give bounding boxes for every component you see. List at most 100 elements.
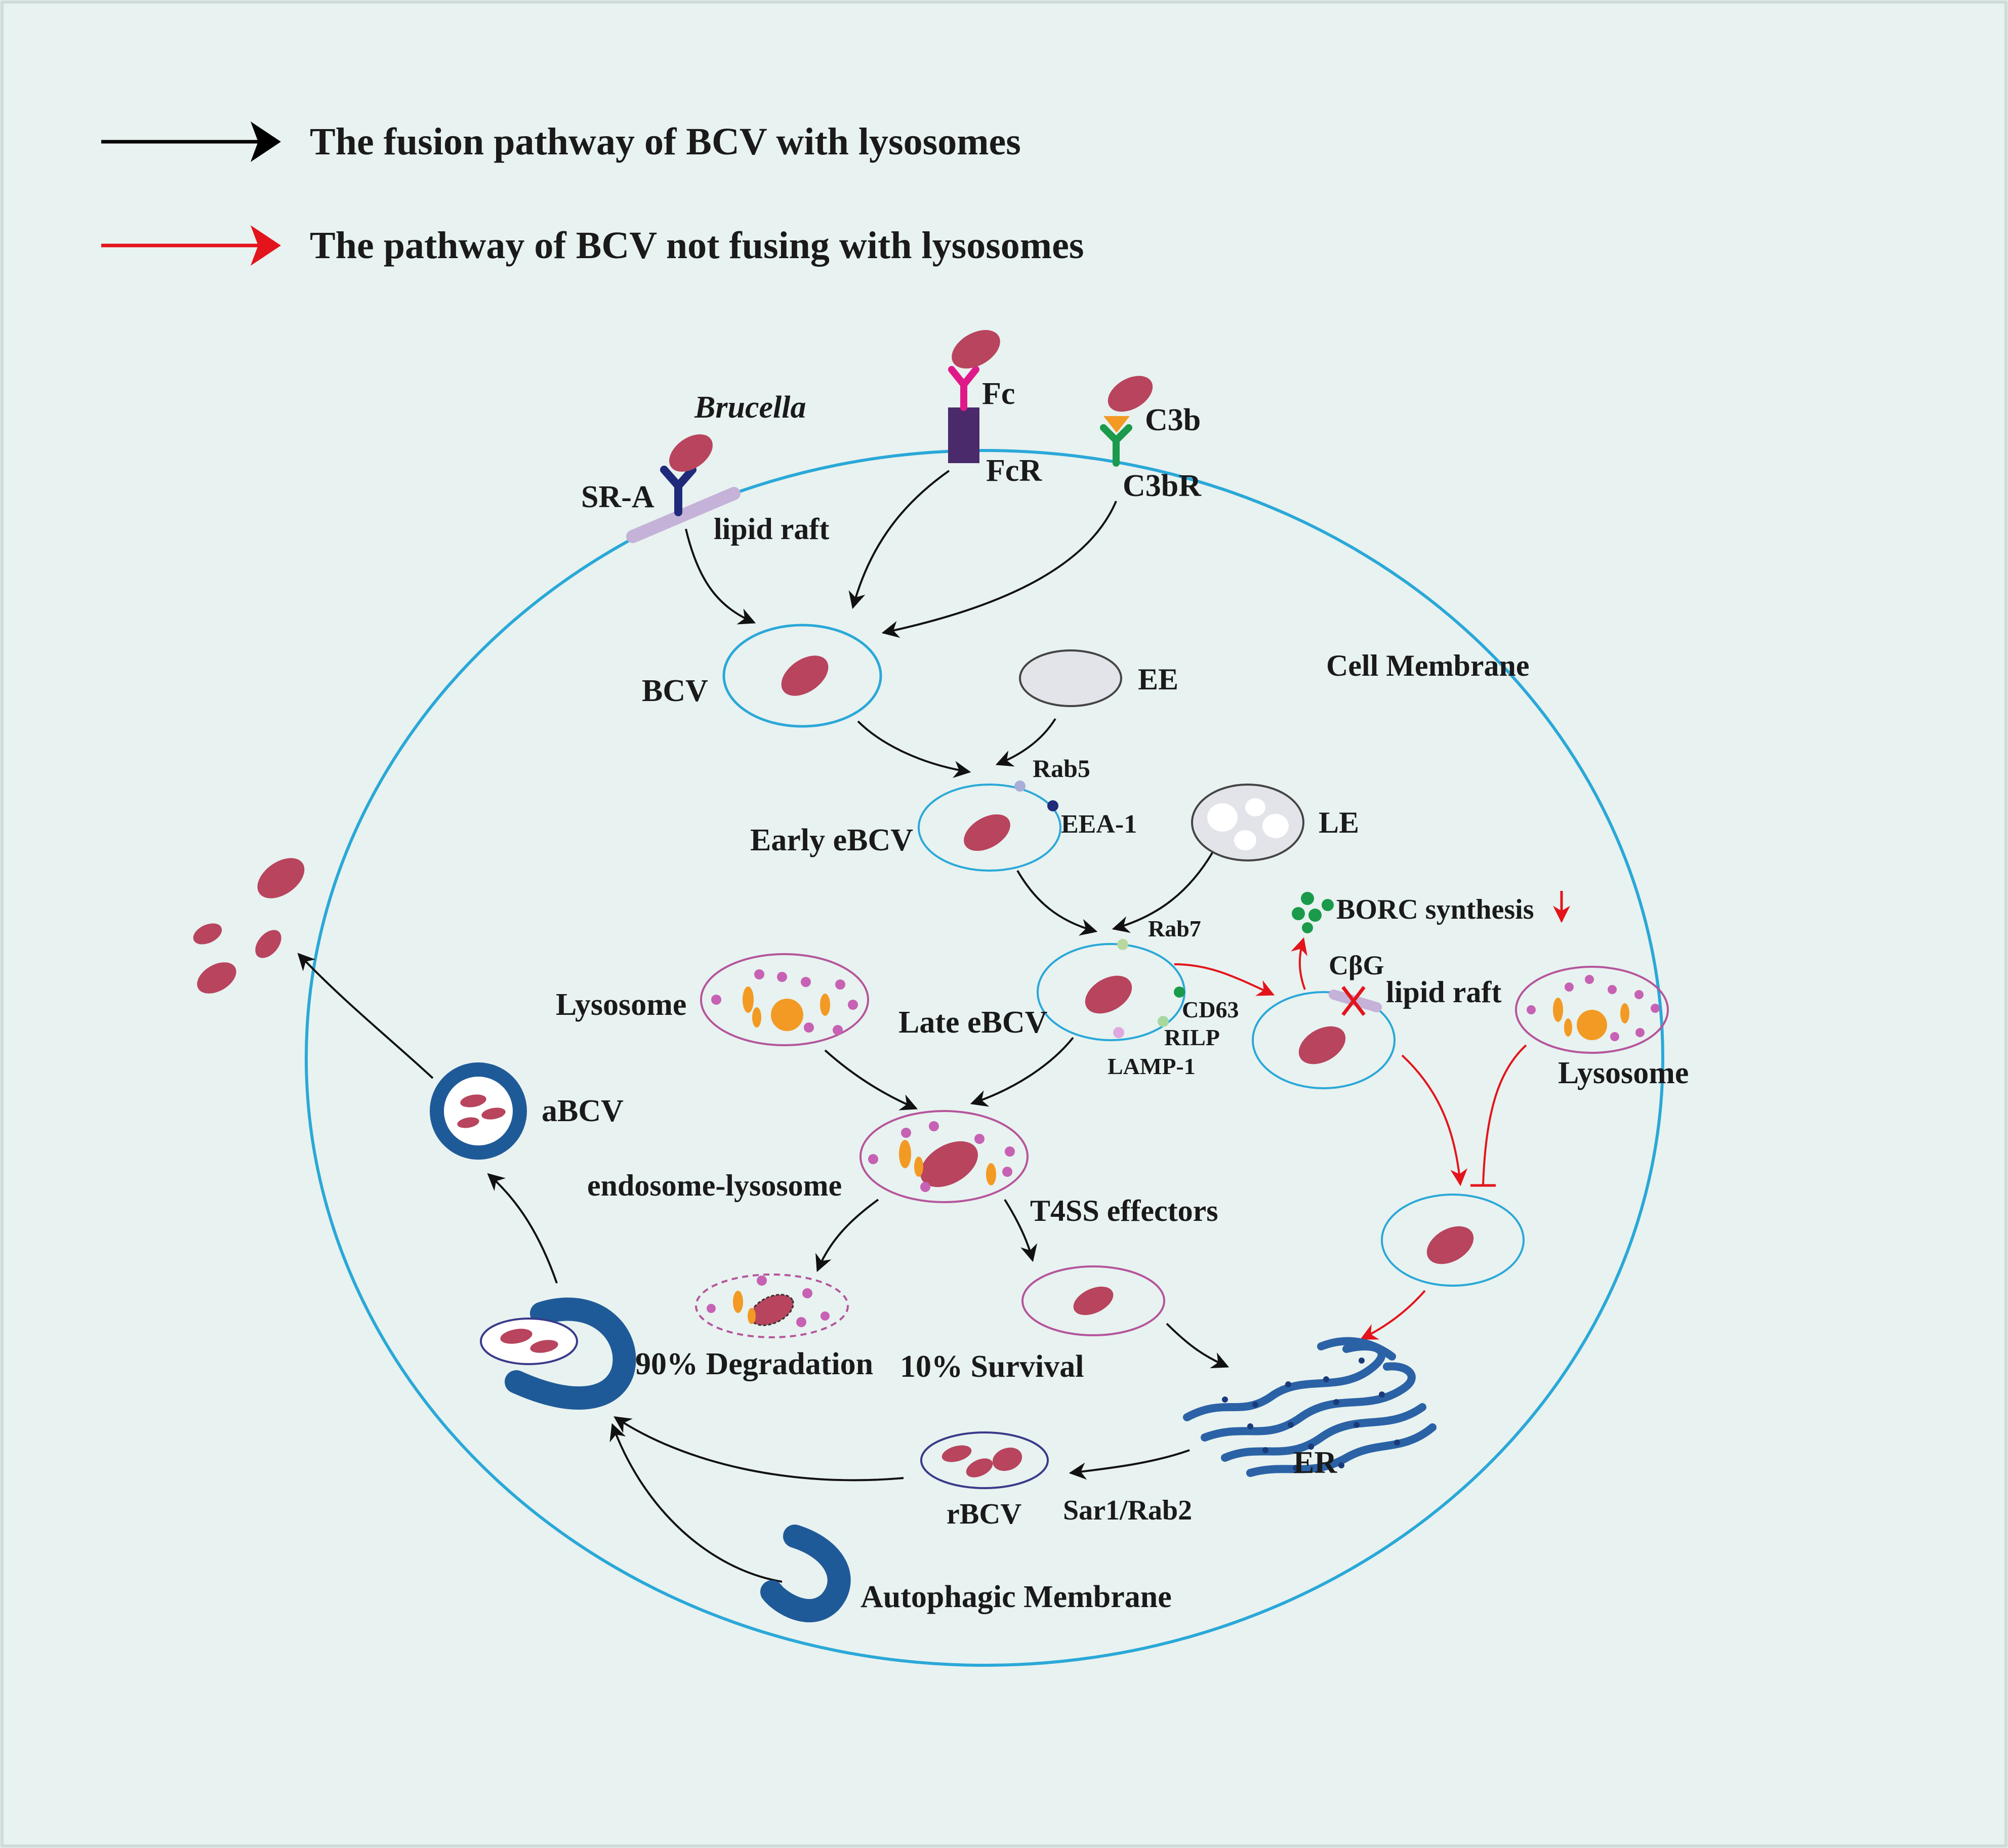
early-endosome [1019, 649, 1122, 707]
cd63-marker-icon [1174, 987, 1185, 998]
rbcv-bacterium-icon-2 [966, 1458, 993, 1477]
arrow-bcv-to-early-ebcv [857, 720, 971, 778]
legend: The fusion pathway of BCV with lysosomes… [101, 120, 1084, 267]
early-ebcv-bacterium-icon [964, 814, 1010, 851]
le-lumen-1 [1207, 803, 1238, 832]
lipid-raft-bcv-vesicle [1252, 991, 1396, 1089]
early-ebcv-vesicle [918, 784, 1061, 872]
endolyso-granule-orange-3 [986, 1163, 996, 1185]
rilp-label: RILP [1164, 1024, 1220, 1050]
lysosome-left-granule-orange-1 [743, 987, 754, 1013]
lysosome-left-dot-3 [801, 977, 811, 987]
er-label: ER [1293, 1446, 1337, 1480]
bcv-label: BCV [642, 674, 708, 708]
endolyso-dot-6 [920, 1182, 930, 1192]
rbcv-vesicle [920, 1431, 1049, 1489]
released-bacterium-icon-4 [197, 962, 236, 994]
c3b-complement-icon [1103, 416, 1130, 433]
sar1-rab2-label: Sar1/Rab2 [1063, 1495, 1192, 1526]
endolyso-granule-orange-2 [914, 1157, 923, 1177]
degraded-dot-5 [821, 1311, 830, 1321]
er-ribosomes [1222, 1358, 1400, 1471]
c3br-receptor-icon [1100, 424, 1132, 467]
endolyso-dot-7 [1002, 1167, 1012, 1177]
legend-nonfusion-label: The pathway of BCV not fusing with lysos… [310, 224, 1084, 267]
arrow-fcr-to-bcv [848, 470, 950, 609]
degraded-vesicle-membrane [695, 1274, 849, 1338]
block-cross-icon [1341, 985, 1366, 1016]
le-lumen-4 [1234, 830, 1256, 850]
endolyso-dot-5 [1005, 1146, 1015, 1157]
arrow-sra-to-bcv [685, 528, 756, 625]
inhibition-lysosome-to-bcv [1482, 1044, 1527, 1185]
lysosome-right-orange-2 [1564, 1018, 1572, 1037]
abcv-vesicle [430, 1062, 527, 1160]
rilp-marker-icon [1158, 1016, 1169, 1027]
sr-a-receptor-group: Brucella SR-A lipid raft [581, 390, 829, 546]
survival-vesicle [1021, 1265, 1165, 1336]
degraded-dot-1 [757, 1276, 767, 1286]
arrow-raft-to-borc [1291, 937, 1307, 990]
lipid-raft-shape [626, 487, 741, 543]
degraded-vesicle [695, 1274, 849, 1338]
c3b-receptor-group: C3b C3bR [1100, 376, 1202, 503]
degraded-dot-3 [707, 1304, 716, 1313]
abcv-bacterium-icon-3 [457, 1117, 479, 1128]
lysosome-left-core [771, 999, 803, 1031]
arrow-late-ebcv-to-raft-bcv [1174, 963, 1275, 996]
lysosome-right-core [1577, 1010, 1607, 1040]
autophagy-bacterium-icon-1 [500, 1329, 532, 1344]
autophagy-vesicle [480, 1318, 578, 1365]
endolyso-label: endosome-lysosome [587, 1169, 842, 1202]
er-organelle-icon [1183, 1337, 1437, 1477]
abcv-bacterium-icon-1 [460, 1094, 486, 1107]
borc-label: BORC synthesis [1336, 894, 1534, 925]
legend-fusion-arrowhead [251, 121, 281, 162]
autophagic-membrane-label: Autophagic Membrane [860, 1580, 1172, 1614]
endolyso-membrane [859, 1110, 1029, 1203]
lipid-raft-bcv-bacterium-icon [1298, 1026, 1346, 1064]
arrow-c3br-to-bcv [881, 501, 1117, 638]
fc-label: Fc [982, 377, 1015, 411]
arrow-le-to-late-ebcv [1112, 852, 1213, 933]
lysosome-left: Lysosome [556, 953, 869, 1046]
degraded-orange-1 [733, 1291, 743, 1313]
released-bacterium-icon-1 [257, 858, 305, 898]
lysosome-right-orange-1 [1553, 998, 1563, 1022]
arrow-bcv-to-er [1360, 1290, 1426, 1340]
ee-label: EE [1138, 663, 1178, 696]
legend-fusion-label: The fusion pathway of BCV with lysosomes [310, 120, 1021, 163]
brucella-label: Brucella [694, 390, 806, 425]
lysosome-right-orange-3 [1620, 1003, 1629, 1023]
arrow-rbcv-to-autophagy [613, 1416, 904, 1482]
arrow-ee-to-early-ebcv [995, 718, 1056, 767]
arrow-endolyso-to-degradation [815, 1199, 879, 1272]
late-ebcv-bacterium-icon [1085, 975, 1132, 1014]
t4ss-label: T4SS effectors [1030, 1194, 1218, 1227]
lipid-raft-label: lipid raft [714, 512, 829, 546]
lysosome-left-dot-8 [833, 1025, 843, 1035]
degraded-dot-4 [796, 1317, 806, 1327]
le-lumen-3 [1262, 814, 1289, 838]
fc-receptor-group: Fc FcR [948, 330, 1042, 488]
lysosome-right-dot-6 [1651, 1004, 1660, 1013]
bcv-bacterium-icon [781, 655, 829, 696]
released-bacterium-icon-2 [193, 923, 222, 944]
rbcv-label: rBCV [947, 1497, 1021, 1530]
borc-complex-icon [1292, 892, 1334, 933]
lysosome-right-label: Lysosome [1558, 1056, 1689, 1090]
lysosome-right-dot-2 [1585, 975, 1594, 984]
lipid-raft-2-label: lipid raft [1386, 975, 1501, 1009]
lysosome-left-dot-7 [804, 1022, 814, 1033]
cell-membrane-label: Cell Membrane [1326, 649, 1530, 682]
c3b-label: C3b [1145, 403, 1201, 437]
fc-bacterium-icon [952, 330, 1000, 368]
bcv-vesicle [722, 624, 882, 728]
autophagic-membrane-icon [760, 1525, 851, 1623]
lysosome-right-dot-1 [1565, 982, 1574, 992]
lysosome-left-dot-2 [777, 972, 787, 982]
endolyso-dot-2 [901, 1128, 911, 1138]
c3br-label: C3bR [1123, 469, 1202, 503]
